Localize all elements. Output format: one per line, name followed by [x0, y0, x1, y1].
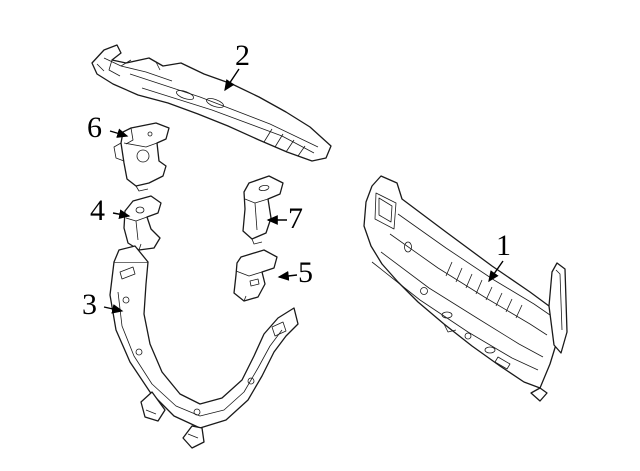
callout-4-label: 4: [90, 194, 105, 227]
callout-4-arrow: [112, 209, 131, 220]
part-6-details: [113, 127, 158, 192]
part-7-drawing: [242, 175, 284, 245]
callout-3-label: 3: [82, 288, 97, 321]
callout-5-label: 5: [298, 256, 313, 289]
callout-6-label: 6: [87, 111, 102, 144]
part-6-drawing: [113, 122, 170, 192]
part-3-drawing: [109, 245, 299, 449]
part-2-details: [96, 57, 319, 157]
callout-5-arrow: [277, 271, 298, 281]
callout-1-arrow: [488, 260, 504, 283]
part-5-drawing: [233, 249, 278, 302]
callout-2-arrow: [224, 68, 240, 92]
callout-7-label: 7: [288, 202, 303, 235]
callout-6-arrow: [109, 128, 129, 138]
part-3-details: [117, 266, 287, 439]
part-7-details: [244, 184, 270, 245]
part-5-details: [235, 270, 263, 302]
part-1-drawing: [363, 175, 568, 402]
callout-1-label: 1: [496, 229, 511, 262]
part-4-drawing: [123, 195, 162, 251]
callout-2-label: 2: [235, 39, 250, 72]
callout-3-arrow: [103, 304, 124, 314]
part-2-drawing: [91, 44, 332, 162]
callout-arrows: [103, 68, 504, 314]
